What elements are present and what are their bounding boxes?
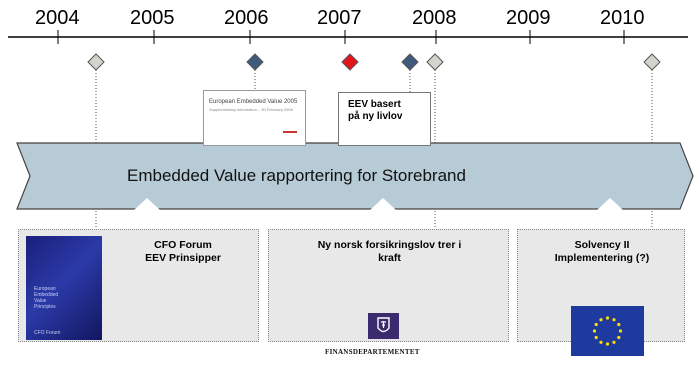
doc-logo-mark xyxy=(283,131,297,133)
band-label: Embedded Value rapportering for Storebra… xyxy=(127,166,466,185)
note-line-2: på ny livlov xyxy=(348,111,403,122)
doc-title: European Embedded Value 2005 xyxy=(209,99,298,105)
milestone-diamond xyxy=(401,53,419,71)
year-label-2007: 2007 xyxy=(317,7,362,29)
forsikringslov-box: Ny norsk forsikringslov trer i kraft FIN… xyxy=(268,229,509,356)
title-line: EEV Prinsipper xyxy=(145,252,221,264)
title-line: Ny norsk forsikringslov trer i xyxy=(317,239,462,251)
cover-line: Value xyxy=(34,298,47,304)
up-arrows xyxy=(134,198,623,219)
year-label-2005: 2005 xyxy=(130,7,175,29)
up-arrow xyxy=(370,198,396,219)
eu-flag-icon xyxy=(571,306,644,356)
year-label-2010: 2010 xyxy=(600,7,645,29)
finansdepartementet-label: FINANSDEPARTEMENTET xyxy=(325,348,420,356)
year-labels: 2004 2005 2006 2007 2008 2009 2010 xyxy=(35,7,645,29)
year-label-2008: 2008 xyxy=(412,7,457,29)
year-label-2006: 2006 xyxy=(224,7,269,29)
eev-principles-cover: European Embedded Value Principles CFO F… xyxy=(26,236,102,340)
year-label-2009: 2009 xyxy=(506,7,551,29)
eev-2005-report-thumbnail: European Embedded Value 2005 Supplementa… xyxy=(203,90,306,146)
lion-icon xyxy=(377,317,390,333)
doc-subtitle: Supplementary information – 30 February … xyxy=(209,107,293,112)
up-arrow xyxy=(597,198,623,219)
up-arrow xyxy=(134,198,160,219)
milestone-diamond xyxy=(87,53,105,71)
eu-stars-icon xyxy=(592,316,623,346)
cfo-forum-title: CFO Forum EEV Prinsipper xyxy=(117,239,249,265)
milestones xyxy=(87,53,661,71)
title-line: kraft xyxy=(378,252,401,264)
cover-line: Embedded xyxy=(34,292,59,298)
forsikringslov-title: Ny norsk forsikringslov trer i kraft xyxy=(271,239,508,265)
title-line: Solvency II xyxy=(574,239,630,251)
cfo-forum-box: European Embedded Value Principles CFO F… xyxy=(18,229,259,342)
year-ticks xyxy=(57,30,625,44)
milestone-diamond xyxy=(426,53,444,71)
embedded-value-band xyxy=(16,142,694,210)
cover-text: European Embedded Value Principles xyxy=(34,286,58,310)
cover-line: Principles xyxy=(34,304,56,310)
eev-livlov-note: EEV basert på ny livlov xyxy=(338,92,431,146)
milestone-diamond-current xyxy=(341,53,359,71)
finansdepartementet-seal-icon xyxy=(368,313,399,339)
milestone-diamond xyxy=(246,53,264,71)
cover-footer: CFO Forum xyxy=(34,330,61,336)
cover-line: European xyxy=(34,286,56,292)
solvency-ii-box: Solvency II Implementering (?) xyxy=(517,229,685,356)
year-label-2004: 2004 xyxy=(35,7,80,29)
title-line: CFO Forum xyxy=(154,239,212,251)
note-line-1: EEV basert xyxy=(348,99,401,110)
solvency-ii-title: Solvency II Implementering (?) xyxy=(522,239,682,265)
milestone-diamond xyxy=(643,53,661,71)
title-line: Implementering (?) xyxy=(554,252,650,264)
